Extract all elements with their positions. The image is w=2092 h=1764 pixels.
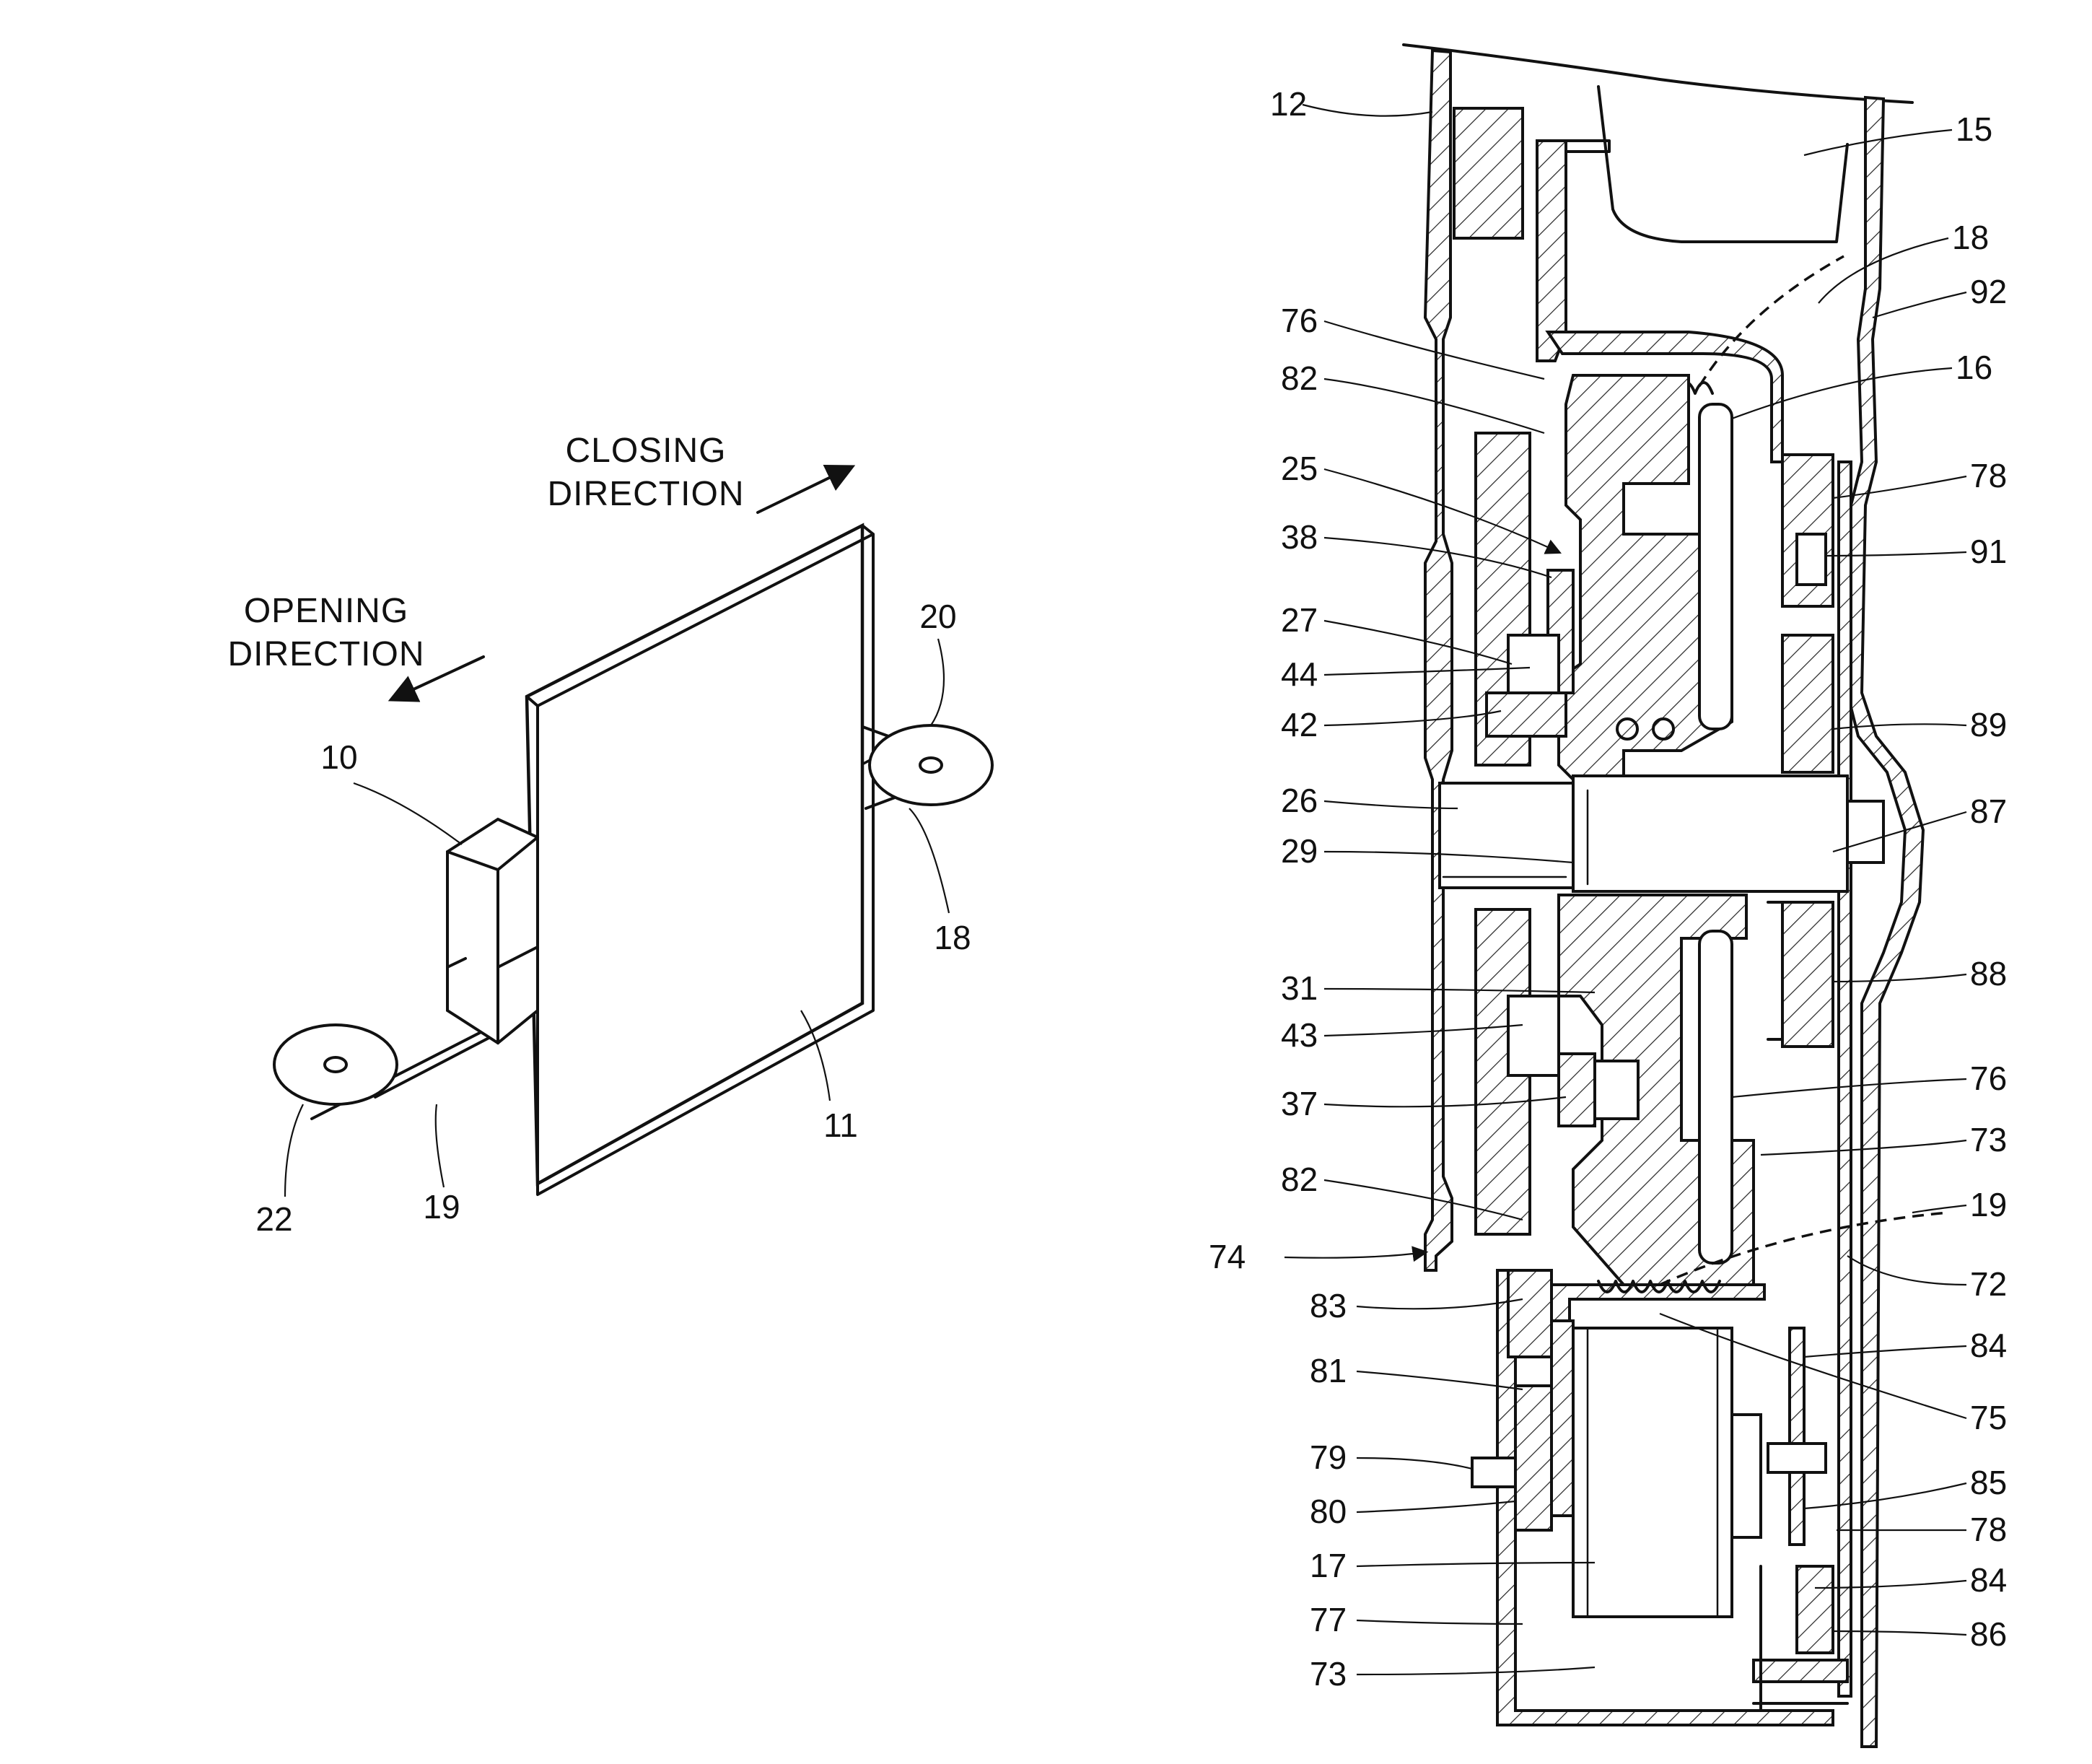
callout-44: 44 bbox=[1281, 655, 1318, 693]
leader-22 bbox=[285, 1104, 303, 1197]
leader-18 bbox=[909, 808, 949, 913]
part-84-85 bbox=[1790, 1328, 1804, 1545]
callout-76-right: 76 bbox=[1970, 1060, 2007, 1097]
callout-91: 91 bbox=[1970, 533, 2007, 570]
closing-direction-label: CLOSING DIRECTION bbox=[548, 432, 745, 513]
door-panel-11 bbox=[527, 525, 873, 1195]
bearing-43 bbox=[1508, 996, 1559, 1075]
callout-19: 19 bbox=[423, 1188, 460, 1226]
callout-79: 79 bbox=[1310, 1438, 1347, 1476]
callout-27: 27 bbox=[1281, 601, 1318, 639]
opening-direction-label: OPENING DIRECTION bbox=[228, 592, 425, 673]
callout-75: 75 bbox=[1970, 1399, 2007, 1436]
callout-18: 18 bbox=[934, 919, 971, 956]
motor-17 bbox=[1552, 1321, 1761, 1617]
callout-89: 89 bbox=[1970, 706, 2007, 743]
callout-80: 80 bbox=[1310, 1493, 1347, 1530]
callout-82-lower: 82 bbox=[1281, 1161, 1318, 1198]
callout-25: 25 bbox=[1281, 450, 1318, 487]
part-80-81 bbox=[1515, 1386, 1552, 1530]
svg-text:DIRECTION: DIRECTION bbox=[548, 475, 745, 513]
bearing-37 bbox=[1559, 1054, 1595, 1126]
callout-18-right: 18 bbox=[1952, 219, 1989, 256]
callout-73-lower: 73 bbox=[1310, 1655, 1347, 1693]
schematic-figure: CLOSING DIRECTION OPENING DIRECTION 10 1… bbox=[228, 432, 993, 1238]
carrier-block-10 bbox=[447, 819, 538, 1043]
shaft-85 bbox=[1768, 1444, 1826, 1472]
callout-82: 82 bbox=[1281, 359, 1318, 397]
part-83 bbox=[1508, 1270, 1552, 1357]
callout-15: 15 bbox=[1956, 110, 1992, 148]
callout-88: 88 bbox=[1970, 955, 2007, 992]
callout-78: 78 bbox=[1970, 457, 2007, 494]
callout-74: 74 bbox=[1209, 1238, 1246, 1275]
part-86 bbox=[1754, 1660, 1847, 1682]
bearing-42 bbox=[1487, 693, 1566, 736]
callout-29: 29 bbox=[1281, 832, 1318, 870]
pulley-20 bbox=[870, 725, 992, 805]
leader-20 bbox=[931, 639, 944, 725]
part-88 bbox=[1782, 902, 1833, 1047]
callouts-left: 12 76 82 25 38 27 44 42 26 29 31 43 37 8… bbox=[1209, 85, 1347, 1693]
callout-92: 92 bbox=[1970, 273, 2007, 310]
leader-10 bbox=[354, 783, 462, 844]
callout-12: 12 bbox=[1270, 85, 1307, 123]
pulley-disk-lower bbox=[1699, 931, 1732, 1263]
callout-78-lower: 78 bbox=[1970, 1511, 2007, 1548]
top-break-line bbox=[1404, 45, 1912, 102]
callout-84: 84 bbox=[1970, 1327, 2007, 1364]
callout-11: 11 bbox=[823, 1106, 858, 1144]
callout-76: 76 bbox=[1281, 302, 1318, 339]
callout-73: 73 bbox=[1970, 1121, 2007, 1158]
pulley-disk-16 bbox=[1699, 404, 1732, 729]
callout-37: 37 bbox=[1281, 1085, 1318, 1122]
upper-bracket bbox=[1454, 108, 1523, 238]
shaft-26 bbox=[1440, 776, 1883, 891]
casing-wall-12 bbox=[1425, 51, 1452, 1270]
sectional-figure: 12 76 82 25 38 27 44 42 26 29 31 43 37 8… bbox=[1209, 45, 2007, 1747]
part-89 bbox=[1782, 635, 1833, 772]
callout-19-right: 19 bbox=[1970, 1186, 2007, 1223]
callout-43: 43 bbox=[1281, 1016, 1318, 1054]
callouts-right: 15 18 92 16 78 91 89 87 88 76 73 19 72 8… bbox=[1952, 110, 2007, 1653]
callout-26: 26 bbox=[1281, 782, 1318, 819]
svg-text:DIRECTION: DIRECTION bbox=[228, 635, 425, 673]
callout-38: 38 bbox=[1281, 518, 1318, 556]
callout-16: 16 bbox=[1956, 349, 1992, 386]
liner-73 bbox=[1839, 462, 1851, 1696]
callout-72: 72 bbox=[1970, 1265, 2007, 1303]
callout-17: 17 bbox=[1310, 1547, 1347, 1584]
leader-19 bbox=[436, 1104, 444, 1187]
callout-87: 87 bbox=[1970, 793, 2007, 830]
compartment-15-outline bbox=[1598, 87, 1847, 242]
bearing-37b bbox=[1595, 1061, 1638, 1119]
svg-text:OPENING: OPENING bbox=[244, 592, 408, 630]
callout-22: 22 bbox=[255, 1200, 292, 1238]
callout-77: 77 bbox=[1310, 1601, 1347, 1638]
callout-81: 81 bbox=[1310, 1352, 1347, 1389]
closing-direction-arrow bbox=[758, 468, 850, 512]
callout-83: 83 bbox=[1310, 1287, 1347, 1324]
pulley-22 bbox=[274, 1025, 397, 1104]
part-84-86 bbox=[1797, 1566, 1833, 1653]
callout-84-lower: 84 bbox=[1970, 1561, 2007, 1599]
upper-plate bbox=[1537, 141, 1566, 361]
part-91 bbox=[1797, 534, 1826, 585]
svg-text:CLOSING: CLOSING bbox=[565, 432, 726, 470]
callout-85: 85 bbox=[1970, 1464, 2007, 1501]
callout-10: 10 bbox=[320, 738, 357, 776]
callout-42: 42 bbox=[1281, 706, 1318, 743]
callout-31: 31 bbox=[1281, 969, 1318, 1007]
callout-20: 20 bbox=[919, 598, 956, 635]
part-88-ticks bbox=[1768, 902, 1782, 1039]
callout-86: 86 bbox=[1970, 1615, 2007, 1653]
